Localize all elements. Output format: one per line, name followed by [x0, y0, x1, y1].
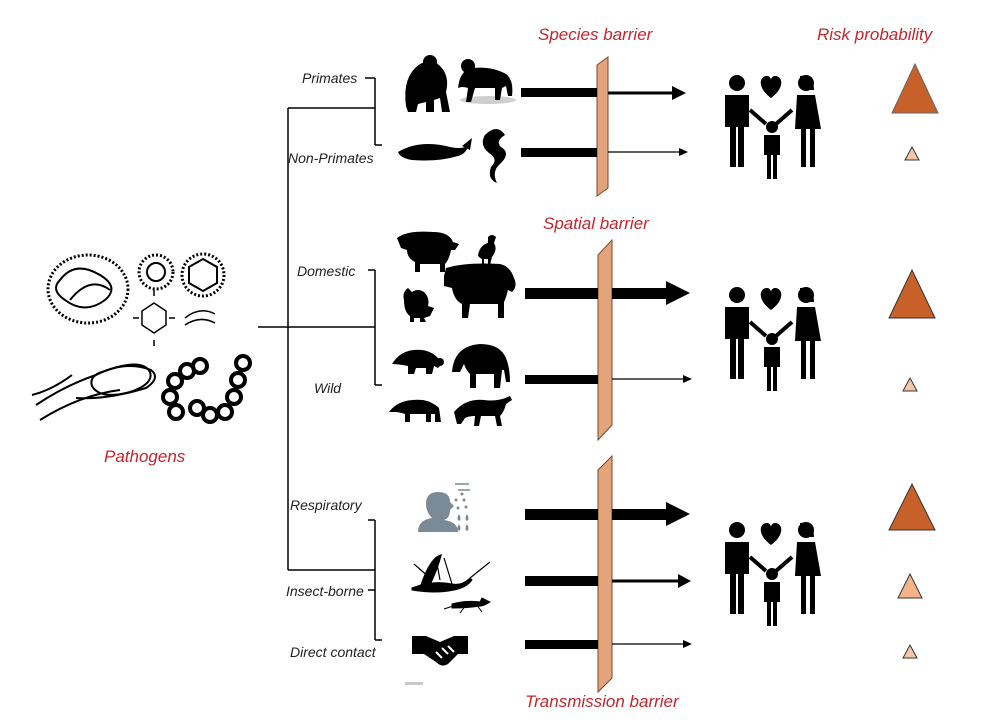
arrows	[521, 86, 692, 649]
category-insect-borne: Insect-borne	[286, 583, 364, 599]
risk-medium-insect-borne	[897, 572, 923, 599]
spatial-barrier-heading: Spatial barrier	[543, 214, 649, 233]
legend-swatch	[405, 682, 423, 685]
species-barrier-heading: Species barrier	[538, 25, 653, 44]
category-non-primates: Non-Primates	[288, 150, 374, 166]
handshake-icon	[412, 636, 468, 666]
risk-high-domestic	[888, 268, 936, 319]
transmission-barrier-heading: Transmission barrier	[525, 692, 679, 711]
spatial-barrier-wall	[597, 238, 613, 442]
barriers	[596, 56, 613, 694]
family-icon	[725, 522, 821, 626]
transmission-barrier-wall	[597, 454, 613, 694]
category-direct-contact: Direct contact	[290, 644, 376, 660]
pig-chicken-cow-icon	[397, 231, 516, 322]
virus-bacteria-icon	[31, 252, 252, 424]
tree-connectors	[258, 77, 382, 641]
turtle-elephant-bear-leopard-icon	[389, 344, 512, 426]
risk-probability-heading: Risk probability	[817, 25, 933, 44]
pathogens-label: Pathogens	[104, 447, 186, 466]
risk-low-wild	[902, 376, 918, 392]
risk-low-non-primates	[904, 145, 920, 161]
category-respiratory: Respiratory	[290, 497, 362, 513]
risk-low-direct-contact	[902, 643, 918, 659]
gorilla-monkey-icon	[405, 55, 516, 112]
sneeze-icon	[413, 480, 470, 540]
whale-snake-icon	[398, 129, 506, 183]
mosquito-icon	[411, 554, 491, 614]
family-icon	[725, 75, 821, 179]
species-barrier-wall	[596, 56, 609, 197]
risk-high-respiratory	[888, 482, 936, 531]
risk-triangles	[888, 62, 939, 659]
category-domestic: Domestic	[297, 263, 356, 279]
category-wild: Wild	[314, 380, 342, 396]
risk-high-primates	[891, 62, 939, 114]
family-icon	[725, 287, 821, 391]
category-primates: Primates	[302, 70, 358, 86]
